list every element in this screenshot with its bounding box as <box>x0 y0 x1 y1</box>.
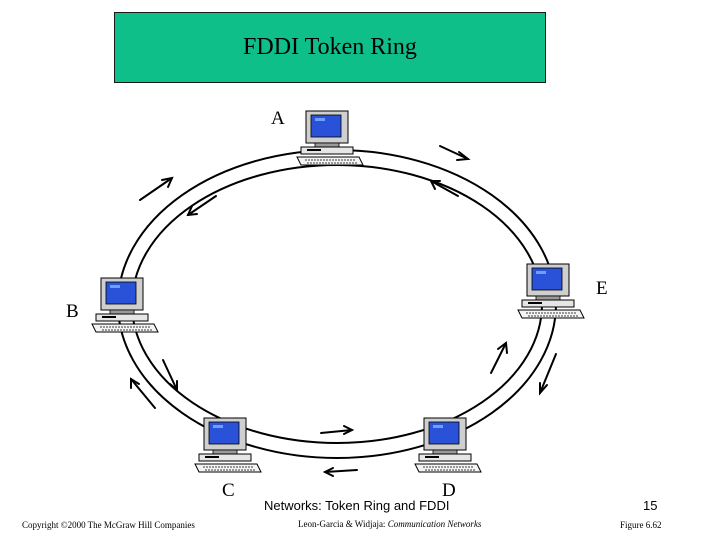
authors-credit: Leon-Garcia & Widjaja: Communication Net… <box>298 519 481 529</box>
inner-ring <box>131 164 543 444</box>
node-label-c: C <box>222 480 235 501</box>
desktop-computer-icon-e <box>517 263 585 319</box>
desktop-computer-icon-a <box>296 110 364 166</box>
title-box: FDDI Token Ring <box>114 12 546 83</box>
page-number: 15 <box>643 498 658 513</box>
direction-arrows <box>130 145 557 477</box>
node-label-a: A <box>271 108 285 129</box>
arrow-icon <box>186 195 217 217</box>
arrow-icon <box>320 425 355 435</box>
node-label-b: B <box>66 301 79 322</box>
copyright-notice: Copyright ©2000 The McGraw Hill Companie… <box>22 520 195 530</box>
node-label-e: E <box>596 278 608 299</box>
desktop-computer-icon-b <box>91 277 159 333</box>
arrow-icon <box>439 145 471 161</box>
arrow-icon <box>490 341 508 374</box>
book-title: Communication Networks <box>387 519 482 529</box>
authors-names: Leon-Garcia & Widjaja: <box>298 519 388 529</box>
outer-ring <box>117 149 557 459</box>
arrow-icon <box>130 377 156 409</box>
arrow-icon <box>539 353 557 396</box>
title: FDDI Token Ring <box>243 34 417 60</box>
arrow-icon <box>139 176 174 201</box>
arrow-icon <box>429 180 459 197</box>
node-label-d: D <box>442 480 456 501</box>
figure-number: Figure 6.62 <box>620 520 662 530</box>
footer-course-title: Networks: Token Ring and FDDI <box>264 498 450 513</box>
arrow-icon <box>162 359 178 393</box>
arrow-icon <box>322 467 358 477</box>
